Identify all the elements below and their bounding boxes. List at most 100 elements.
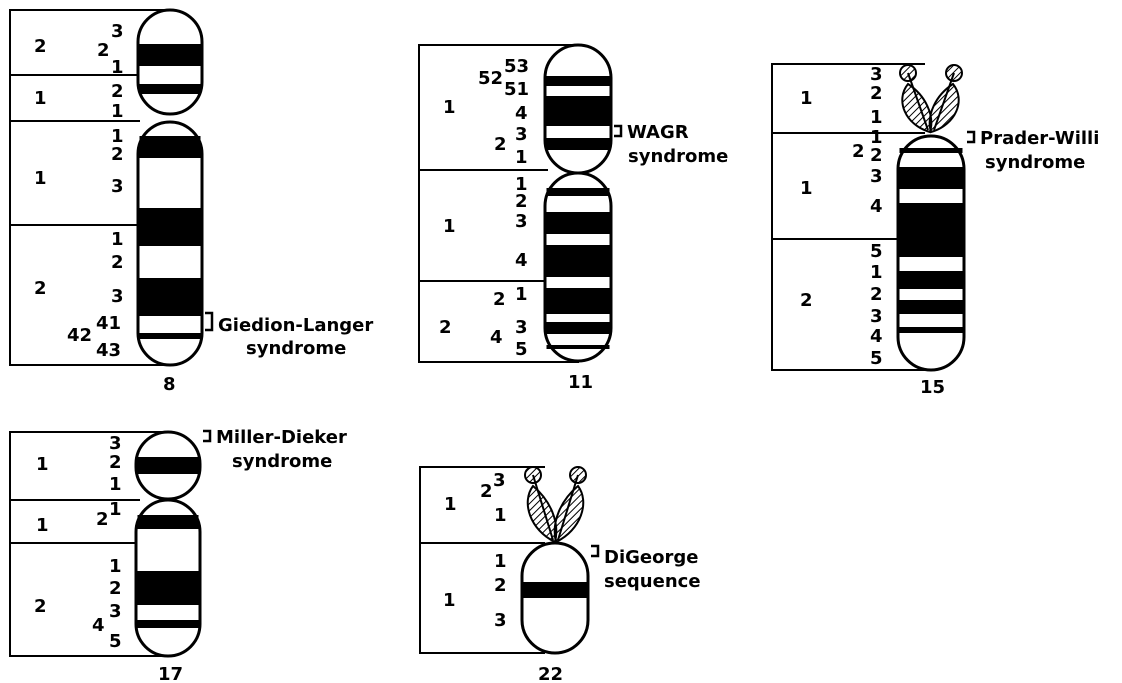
band-label: 4: [92, 615, 105, 636]
syndrome-name: syndrome: [985, 152, 1085, 173]
chromosome-17-p-arm: [134, 430, 202, 501]
band-label: 2: [111, 144, 124, 165]
band-label: 1: [111, 126, 124, 147]
chromosome-11-p-arm: [543, 43, 613, 175]
band-label: 1: [111, 57, 124, 78]
band-label: 5: [109, 631, 122, 652]
region-label: 1: [443, 216, 456, 237]
band-label: 3: [870, 306, 883, 327]
band-label: 52: [478, 68, 503, 89]
chromosome-15-satellites: [899, 64, 963, 134]
band-label: 1: [494, 505, 507, 526]
band-label: 3: [111, 21, 124, 42]
chromosome-17-frame: [9, 431, 168, 657]
band-label: 2: [515, 191, 528, 212]
syndrome-name: Prader-Willi: [980, 128, 1099, 149]
band-label: 3: [515, 317, 528, 338]
band-label: 2: [97, 40, 110, 61]
syndrome-name: Giedion-Langer: [218, 315, 373, 336]
band-label: 2: [494, 134, 507, 155]
chromosome-number: 22: [538, 664, 563, 683]
chromosome-22-q-arm: [520, 541, 590, 655]
band-label: 4: [515, 250, 528, 271]
band-label: 3: [870, 64, 883, 85]
region-label: 1: [800, 178, 813, 199]
band-label: 1: [870, 262, 883, 283]
band-label: 43: [96, 340, 121, 361]
band-label: 4: [515, 103, 528, 124]
band-label: 41: [96, 313, 121, 334]
chromosome-15-q-arm: [896, 134, 966, 372]
band-label: 3: [515, 211, 528, 232]
band-label: 4: [870, 196, 883, 217]
syndrome-name: DiGeorge: [604, 547, 698, 568]
band-label: 1: [111, 229, 124, 250]
band-label: 1: [515, 284, 528, 305]
band-label: 1: [111, 101, 124, 122]
chromosome-17-q-arm: [134, 498, 202, 658]
chromosome-number: 11: [568, 372, 593, 393]
chromosome-number: 17: [158, 664, 183, 683]
syndrome-name: sequence: [604, 571, 701, 592]
band-label: 3: [109, 433, 122, 454]
chromosome-number: 15: [920, 377, 945, 398]
band-label: 3: [494, 610, 507, 631]
band-label: 1: [109, 474, 122, 495]
chromosome-15-frame: [771, 63, 925, 371]
chromosome-8: 2 1 3 2 1 2 1 1 2 1 2 3 1 2 3 41 42 43 G…: [9, 8, 373, 395]
region-label: 2: [439, 317, 452, 338]
band-label: 1: [870, 107, 883, 128]
band-label: 5: [870, 348, 883, 369]
band-label: 53: [504, 56, 529, 77]
band-label: 4: [870, 326, 883, 347]
band-label: 3: [111, 176, 124, 197]
band-label: 2: [494, 575, 507, 596]
region-label: 2: [34, 36, 47, 57]
band-label: 2: [96, 509, 109, 530]
chromosome-8-frame: [9, 9, 172, 366]
syndrome-name: syndrome: [246, 338, 346, 359]
band-label: 2: [109, 452, 122, 473]
syndrome-name: Miller-Dieker: [216, 427, 347, 448]
region-label: 2: [34, 596, 47, 617]
syndrome-name: syndrome: [628, 146, 728, 167]
region-label: 1: [800, 88, 813, 109]
chromosome-8-q-arm: [136, 120, 204, 367]
band-label: 3: [870, 166, 883, 187]
chromosome-number: 8: [163, 374, 176, 395]
band-label: 2: [109, 578, 122, 599]
chromosome-11-frame: [418, 44, 579, 363]
band-label: 1: [870, 127, 883, 148]
chromosome-17: 1 3 2 1 1 2 2 1 1 2 3 4 5 Miller-Dieker …: [9, 427, 347, 683]
chromosome-11: 1 53 52 51 4 2 3 1 1 2 1 2 3 4 2 1 4 3 5…: [418, 43, 728, 393]
band-label: 1: [109, 499, 122, 520]
chromosome-8-p-arm: [136, 8, 204, 116]
band-label: 2: [111, 81, 124, 102]
chromosome-22-frame: [419, 466, 545, 654]
region-label: 1: [444, 494, 457, 515]
band-label: 1: [515, 147, 528, 168]
chromosome-22-satellites: [524, 466, 587, 544]
band-label: 5: [515, 339, 528, 360]
region-label: 1: [34, 88, 47, 109]
band-label: 2: [493, 289, 506, 310]
region-label: 1: [34, 168, 47, 189]
chromosome-22: 1 2 3 1 1 1 2 3 DiGeorge sequence 22: [419, 466, 701, 683]
band-label: 1: [109, 556, 122, 577]
band-label: 1: [494, 551, 507, 572]
band-label: 2: [111, 252, 124, 273]
band-label: 2: [870, 145, 883, 166]
band-label: 51: [504, 79, 529, 100]
region-label: 2: [800, 290, 813, 311]
band-label: 2: [870, 284, 883, 305]
region-label: 1: [443, 590, 456, 611]
band-label: 2: [870, 83, 883, 104]
band-label: 42: [67, 325, 92, 346]
syndrome-name: WAGR: [627, 122, 689, 143]
band-label: 2: [852, 141, 865, 162]
region-label: 2: [34, 278, 47, 299]
band-label: 2: [480, 481, 493, 502]
band-label: 3: [515, 124, 528, 145]
